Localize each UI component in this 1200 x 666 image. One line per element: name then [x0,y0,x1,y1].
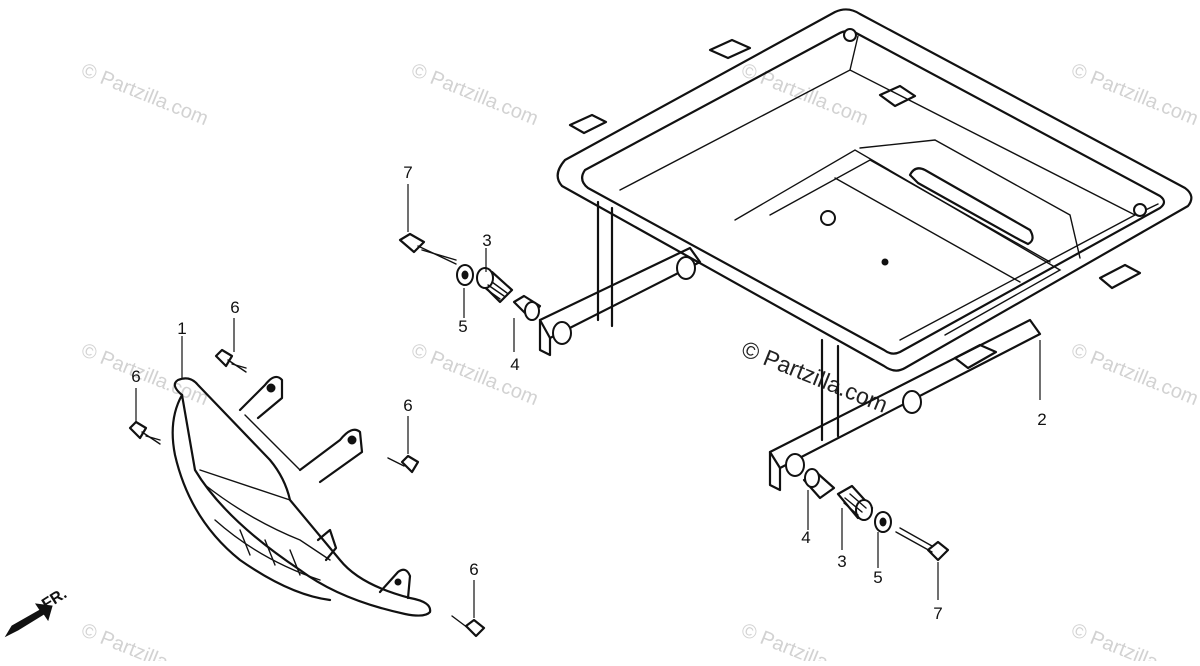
callout-collar-right: 3 [837,552,846,571]
bolt-6-left-icon [128,420,161,445]
bolt-6-bottom-icon [451,615,486,638]
callout-labels: 1 2 3 3 4 4 5 5 6 6 6 6 7 7 [131,163,1046,623]
front-direction-indicator: FR. [4,585,70,638]
watermark: © Partzilla.com [408,339,541,410]
watermark: © Partzilla.com [738,59,871,130]
callout-bolt-mid: 6 [403,396,412,415]
watermark: © Partzilla.com [78,59,211,130]
callout-bolt-bottom: 6 [469,560,478,579]
bushing-4-right-icon [802,468,836,500]
watermark: © Partzilla.com [1068,339,1200,410]
callout-bolt-left: 6 [131,367,140,386]
callout-flange-bolt-right: 7 [933,604,942,623]
leader-lines [135,184,1041,618]
bolt-6-mid-icon [387,454,420,474]
watermark-layer: © Partzilla.com © Partzilla.com © Partzi… [78,59,1200,666]
collar-3-right-icon [836,484,874,521]
watermark: © Partzilla.com [1068,619,1200,661]
watermark: © Partzilla.com [78,619,211,661]
callout-washer-left: 5 [458,317,467,336]
watermark: © Partzilla.com [408,59,541,130]
skid-plate-drawing [171,375,432,617]
callout-flange-bolt-left: 7 [403,163,412,182]
front-direction-arrow-icon [4,603,53,638]
watermark: © Partzilla.com [1068,59,1200,130]
callout-skid-plate: 1 [177,319,186,338]
callout-collar-left: 3 [482,231,491,250]
callout-bushing-right: 4 [801,528,810,547]
watermark-primary: © Partzilla.com [738,336,891,418]
flange-bolt-7-right-icon [895,527,950,562]
callout-washer-right: 5 [873,568,882,587]
callout-bolt-top: 6 [230,298,239,317]
flange-bolt-7-left-icon [398,232,457,265]
bolt-6-top-icon [214,348,247,373]
hardware-drawing [128,232,950,638]
collar-3-left-icon [476,267,514,304]
callout-bushing-left: 4 [510,355,519,374]
carrier-frame-drawing [538,8,1193,492]
watermark: © Partzilla.com [738,619,871,661]
watermark: © Partzilla.com [78,339,211,410]
callout-carrier-frame: 2 [1037,410,1046,429]
bushing-4-left-icon [512,294,542,321]
